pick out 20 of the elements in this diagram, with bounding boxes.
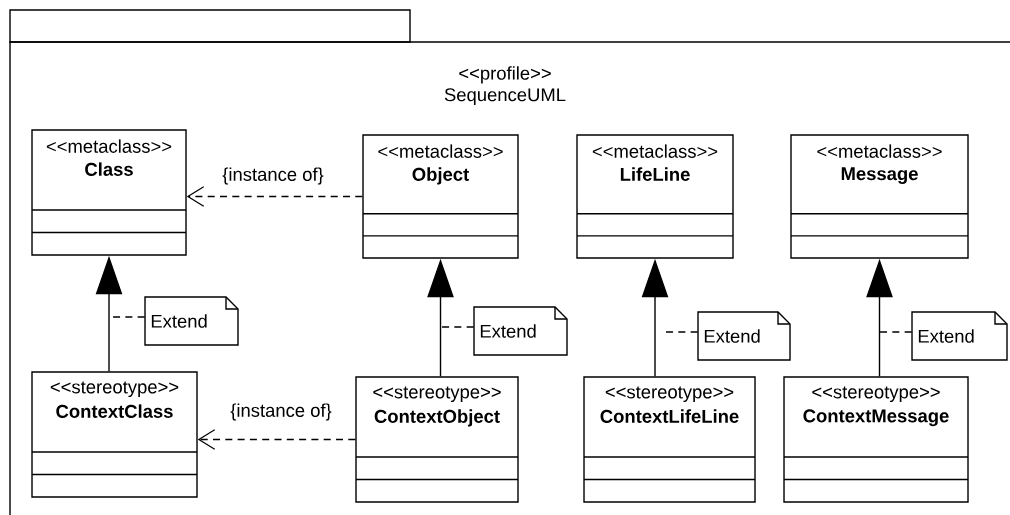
leader-line: [664, 331, 699, 333]
class-box: <<metaclass>> LifeLine: [576, 134, 734, 259]
note: Extend: [697, 311, 791, 361]
class-box: <<stereotype>> ContextObject: [355, 376, 519, 503]
edge-label: {instance of}: [222, 167, 324, 185]
dependency-arrow: [186, 186, 363, 207]
class-box: <<stereotype>> ContextMessage: [783, 376, 969, 503]
class-box: <<stereotype>> ContextClass: [31, 371, 198, 498]
class-box: <<stereotype>> ContextLifeLine: [583, 376, 756, 503]
edge-label: {instance of}: [230, 403, 332, 421]
dependency-arrow: [197, 429, 356, 450]
note: Extend: [144, 296, 239, 346]
note: Extend: [911, 311, 1008, 361]
class-box: <<metaclass>> Class: [31, 129, 187, 256]
leader-line: [878, 331, 913, 333]
class-box: <<metaclass>> Object: [362, 134, 519, 259]
leader-line: [111, 316, 146, 318]
class-box: <<metaclass>> Message: [790, 134, 969, 259]
leader-line: [440, 326, 475, 328]
note: Extend: [473, 306, 568, 356]
